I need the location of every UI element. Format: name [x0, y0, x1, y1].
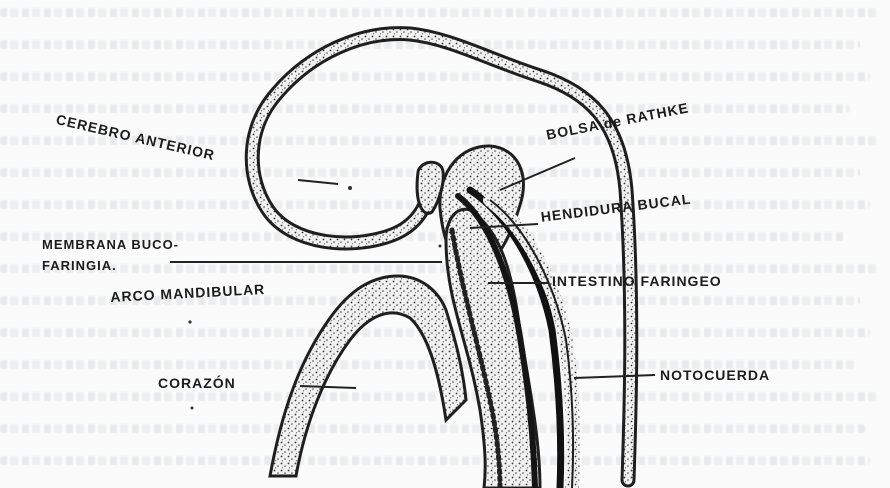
mandibular-arch: [270, 276, 466, 476]
label-membrana-buco: MEMBRANA BUCO-: [42, 238, 179, 251]
label-corazon: CORAZÓN: [158, 376, 236, 390]
label-intestino-faringeo: INTESTINO FARINGEO: [552, 274, 722, 288]
label-membrana-faringia: FARINGIA.: [42, 259, 117, 272]
label-notocuerda: NOTOCUERDA: [660, 368, 770, 382]
